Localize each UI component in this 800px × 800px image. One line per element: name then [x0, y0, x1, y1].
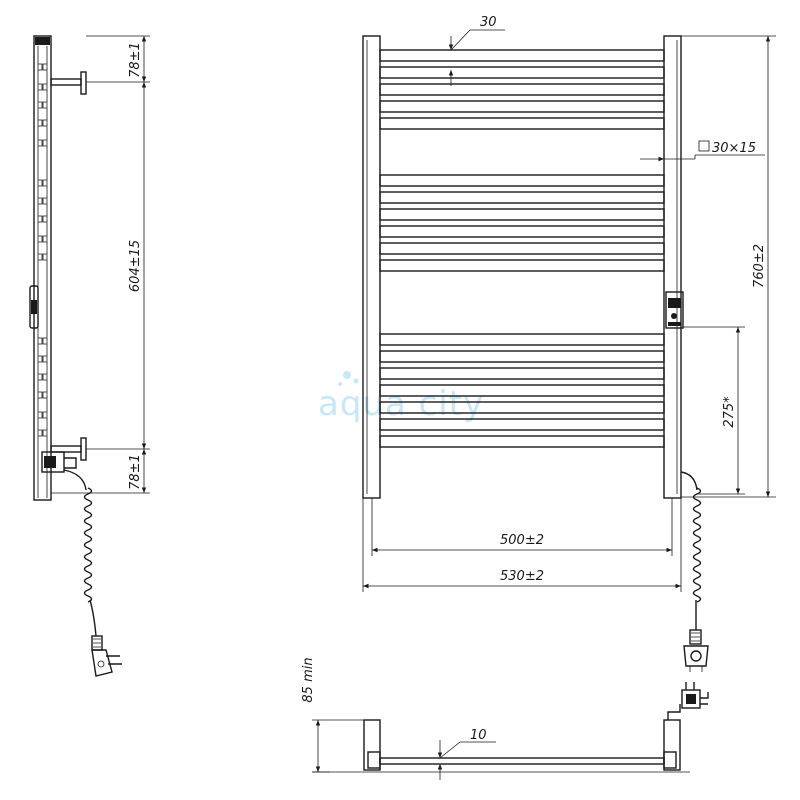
bar-1-3 [379, 225, 665, 238]
bar-2-2 [379, 367, 665, 380]
bar-1-0 [379, 174, 665, 187]
dim-outer-width: 530±2 [500, 569, 544, 584]
dim-bar-depth-lines [437, 740, 496, 780]
dim-bar-height: 30 [480, 15, 497, 30]
front-right-collector [663, 35, 682, 499]
dim-total-height-lines [681, 35, 776, 498]
front-coiled-cable [680, 471, 702, 645]
bar-1-5 [379, 259, 665, 272]
front-plug-icon [683, 645, 709, 672]
dim-bottom-offset: 78±1 [128, 454, 143, 490]
side-coiled-cable [63, 469, 103, 651]
dim-connection-height-lines [683, 326, 745, 495]
dim-wall-distance-lines [312, 719, 364, 773]
square-section-icon [698, 140, 710, 152]
bar-0-1 [379, 66, 665, 79]
bottom-bar [379, 757, 665, 765]
dim-bracket-distance: 604±15 [128, 240, 143, 292]
bar-1-2 [379, 208, 665, 221]
dim-wall-distance: 85 min [301, 657, 316, 702]
side-control-unit [29, 285, 39, 329]
dim-bar-section-lines [640, 140, 765, 162]
dim-total-height: 760±2 [752, 244, 767, 288]
bottom-heater-connector [667, 682, 709, 720]
dim-inner-width-lines [371, 498, 673, 556]
dim-bar-height-lines [448, 29, 505, 86]
dim-bar-depth: 10 [470, 728, 487, 743]
dim-inner-width: 500±2 [500, 533, 544, 548]
bar-0-2 [379, 83, 665, 96]
bar-2-6 [379, 435, 665, 448]
side-bottom-bracket [50, 437, 87, 461]
dim-bar-section: 30×15 [712, 141, 756, 156]
front-left-collector [362, 35, 381, 499]
side-dimensions [51, 35, 150, 494]
bottom-view: 85 min 10 [301, 657, 709, 780]
watermark-text: aqua city [318, 384, 484, 424]
side-plug-icon [91, 649, 122, 677]
bar-0-3 [379, 100, 665, 113]
bottom-left-collector [363, 719, 381, 771]
bar-1-4 [379, 242, 665, 255]
bar-2-3 [379, 384, 665, 397]
bar-1-1 [379, 191, 665, 204]
side-collector-cap [35, 37, 50, 45]
bar-2-5 [379, 418, 665, 431]
dim-connection-height: 275* [722, 396, 737, 428]
bar-0-0 [379, 49, 665, 62]
bar-2-4 [379, 401, 665, 414]
side-top-bracket [50, 71, 87, 95]
bar-0-4 [379, 117, 665, 130]
bar-2-0 [379, 333, 665, 346]
bar-2-1 [379, 350, 665, 363]
side-heater-connector [41, 451, 77, 473]
front-view: 30 30×15 760±2 275* 50 [362, 15, 776, 672]
dim-outer-width-lines [362, 498, 682, 592]
front-control-unit [665, 291, 684, 329]
side-collector [33, 35, 52, 501]
dim-top-offset: 78±1 [128, 42, 143, 78]
bottom-right-collector [663, 719, 681, 771]
front-horizontal-bars [379, 49, 665, 448]
side-view: 78±1 604±15 78±1 [29, 35, 150, 677]
watermark-logo: aqua city [318, 371, 484, 424]
side-bar-ticks [38, 63, 47, 437]
